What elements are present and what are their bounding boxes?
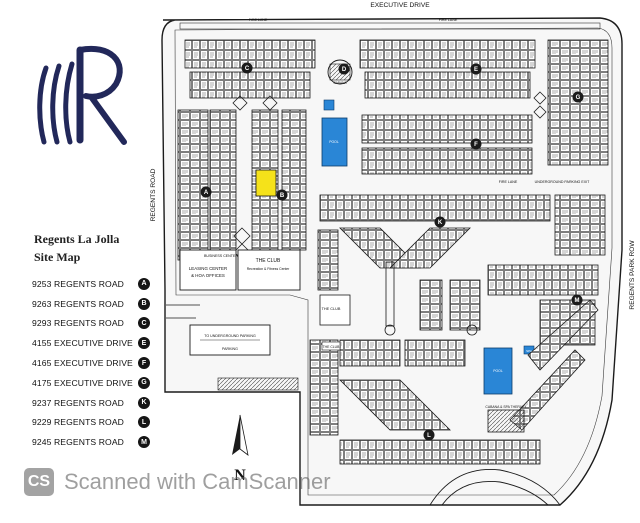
- svg-text:M: M: [575, 298, 580, 304]
- svg-text:THE CLUB: THE CLUB: [322, 307, 341, 311]
- svg-text:PARKING: PARKING: [222, 347, 238, 351]
- fire-lane-label-right: FIRE LANE: [439, 18, 458, 22]
- marker-f: F: [470, 138, 482, 150]
- legend-badge: M: [138, 436, 150, 449]
- spa-top: [323, 99, 335, 111]
- fire-lane: [179, 22, 601, 30]
- legend-address: 4175 EXECUTIVE DRIVE: [32, 377, 133, 388]
- marker-g: G: [572, 91, 584, 103]
- legend-address: 9237 REGENTS ROAD: [32, 397, 124, 408]
- spa-label: SPA: [526, 349, 532, 353]
- building-c: [184, 39, 316, 99]
- svg-text:E: E: [474, 67, 478, 73]
- marker-b: B: [276, 189, 288, 201]
- legend-badge: K: [138, 396, 150, 409]
- legend-row: 4165 EXECUTIVE DRIVE F: [32, 353, 150, 373]
- street-regents-road: REGENTS ROAD: [150, 168, 157, 221]
- legend-badge: B: [138, 297, 150, 310]
- marker-l: L: [423, 429, 435, 441]
- svg-text:B: B: [280, 193, 285, 199]
- building-k: [319, 194, 606, 256]
- pool-bottom-label: POOL: [493, 369, 503, 373]
- svg-text:LEASING CENTER: LEASING CENTER: [189, 266, 227, 271]
- street-executive-drive: EXECUTIVE DRIVE: [370, 2, 430, 9]
- legend-row: 9253 REGENTS ROAD A: [32, 274, 150, 294]
- map-subtitle: Site Map: [34, 250, 81, 264]
- legend-address: 4155 EXECUTIVE DRIVE: [32, 338, 133, 349]
- svg-text:A: A: [204, 190, 209, 196]
- svg-text:F: F: [474, 142, 478, 148]
- parking-lot: TO UNDERGROUND PARKING PARKING: [166, 304, 299, 391]
- map-title: Regents La Jolla: [34, 232, 120, 246]
- marker-k: K: [434, 216, 446, 228]
- building-f: [361, 114, 533, 175]
- svg-text:N: N: [234, 467, 246, 484]
- svg-text:THE CLUB: THE CLUB: [323, 345, 341, 349]
- svg-text:BUSINESS CENTER: BUSINESS CENTER: [204, 254, 238, 258]
- legend-row: 9263 REGENTS ROAD B: [32, 294, 150, 314]
- legend-address: 9229 REGENTS ROAD: [32, 417, 124, 428]
- legend-address: 4165 EXECUTIVE DRIVE: [32, 358, 133, 369]
- legend-row: 9229 REGENTS ROAD L: [32, 413, 150, 433]
- north-arrow-icon: N: [232, 414, 249, 484]
- pool-top: [321, 117, 348, 167]
- camscanner-text: Scanned with CamScanner: [64, 469, 331, 494]
- building-e: [359, 39, 536, 99]
- entry-roundabout: [429, 469, 561, 506]
- svg-text:G: G: [576, 95, 581, 101]
- fire-lane-label-left: FIRE LANE: [249, 18, 268, 22]
- marker-a: A: [200, 186, 212, 198]
- building-legend: 9253 REGENTS ROAD A 9263 REGENTS ROAD B 92…: [32, 274, 150, 452]
- legend-badge: G: [138, 376, 150, 389]
- pool-top-label: POOL: [329, 140, 339, 144]
- legend-row: 4155 EXECUTIVE DRIVE E: [32, 333, 150, 353]
- legend-row: 9293 REGENTS ROAD C: [32, 314, 150, 334]
- svg-text:Recreation & Fitness Center: Recreation & Fitness Center: [247, 267, 290, 271]
- legend-badge: E: [138, 337, 150, 350]
- svg-text:C: C: [245, 66, 250, 72]
- clubhouse: LEASING CENTER & HOA OFFICES BUSINESS CE…: [179, 249, 301, 291]
- legend-address: 9293 REGENTS ROAD: [32, 318, 124, 329]
- building-l: [309, 339, 541, 465]
- building-b: [251, 109, 307, 251]
- legend-address: 9253 REGENTS ROAD: [32, 278, 124, 289]
- svg-text:THE CLUB: THE CLUB: [256, 258, 281, 264]
- legend-badge: L: [138, 416, 150, 429]
- legend-address: 9263 REGENTS ROAD: [32, 298, 124, 309]
- highlighted-unit: [255, 169, 277, 197]
- pool-bottom: [483, 347, 513, 395]
- legend-row: 9237 REGENTS ROAD K: [32, 393, 150, 413]
- courtyard-buildings: THE CLUB THE CLUB: [317, 227, 481, 351]
- cabana-top-label: CABANA: [333, 81, 347, 85]
- marker-m: M: [571, 294, 583, 306]
- underground-parking-label: UNDERGROUND PARKING EXIT: [535, 180, 590, 184]
- street-regents-park-row: REGENTS PARK ROW: [629, 240, 636, 310]
- brand-logo: [37, 45, 127, 145]
- camscanner-watermark: CS Scanned with CamScanner: [24, 468, 331, 496]
- marker-d: D: [338, 63, 350, 75]
- building-a: [177, 109, 237, 261]
- marker-e: E: [470, 63, 482, 75]
- legend-badge: C: [138, 317, 150, 330]
- fire-lane-label-mid: FIRE LANE: [499, 180, 518, 184]
- svg-text:K: K: [438, 220, 443, 226]
- svg-text:CABANA & SPA THERAPY: CABANA & SPA THERAPY: [485, 405, 527, 409]
- legend-row: 4175 EXECUTIVE DRIVE G: [32, 373, 150, 393]
- legend-address: 9245 REGENTS ROAD: [32, 437, 124, 448]
- svg-text:L: L: [427, 433, 431, 439]
- legend-row: 9245 REGENTS ROAD M: [32, 432, 150, 452]
- legend-badge: A: [138, 277, 150, 290]
- camscanner-logo-icon: CS: [24, 468, 54, 496]
- svg-text:TO UNDERGROUND PARKING: TO UNDERGROUND PARKING: [204, 334, 256, 338]
- building-markers: A B C D E F G K L M: [200, 62, 584, 441]
- marker-c: C: [241, 62, 253, 74]
- cabana-bottom: CABANA & SPA THERAPY: [485, 405, 527, 433]
- building-m: [487, 264, 599, 431]
- svg-text:& HOA OFFICES: & HOA OFFICES: [191, 273, 225, 278]
- legend-badge: F: [138, 357, 150, 370]
- svg-text:D: D: [342, 67, 347, 73]
